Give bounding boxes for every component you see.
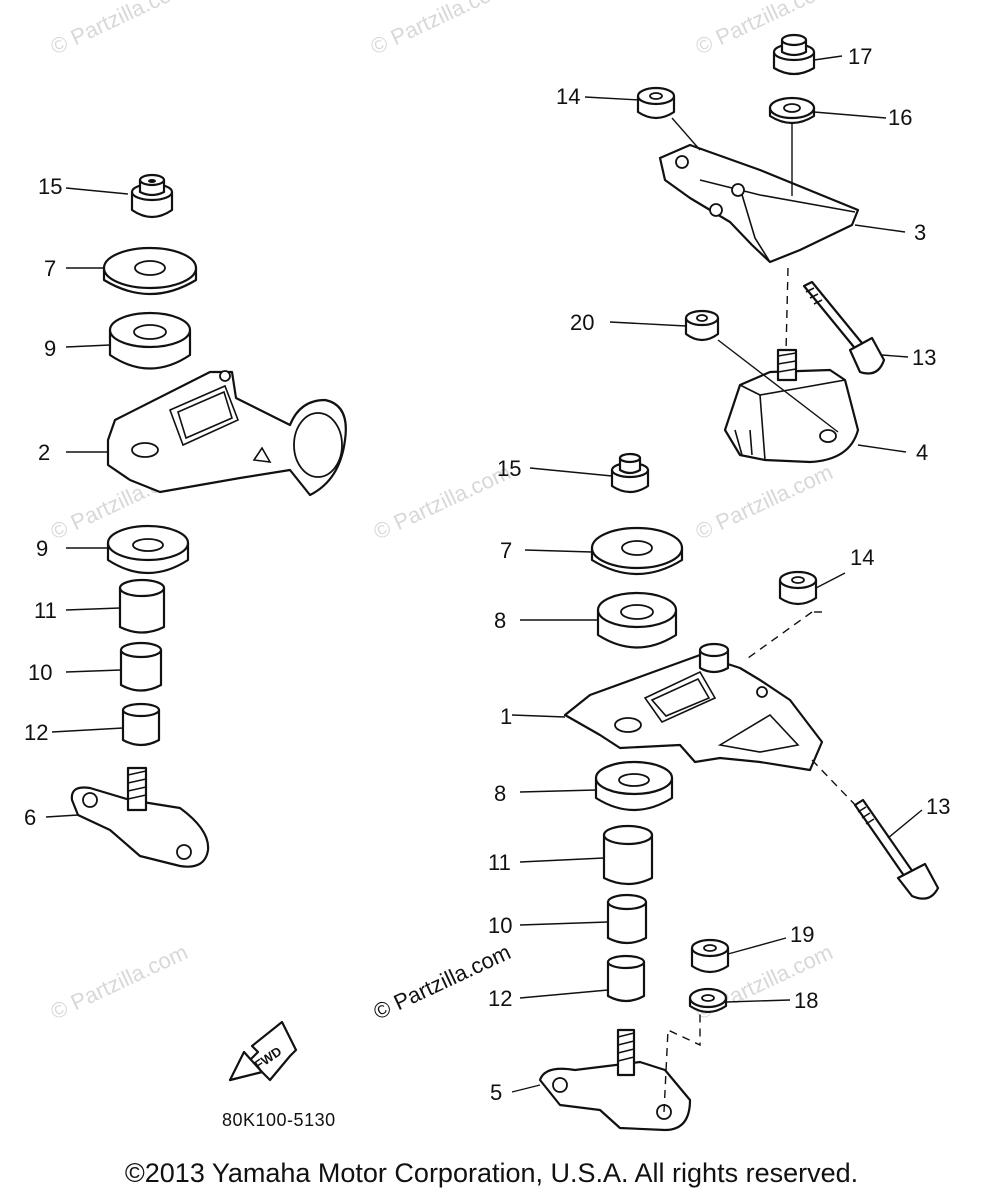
callout-10-right: 10 xyxy=(488,913,512,938)
part-9-mount-upper-left xyxy=(108,311,192,370)
callout-13-upper: 13 xyxy=(912,345,936,370)
callout-9-lower-left: 9 xyxy=(36,536,48,561)
part-1-bracket xyxy=(563,642,824,772)
part-16-washer xyxy=(768,96,816,125)
watermarks: © Partzilla.com © Partzilla.com © Partzi… xyxy=(47,0,837,1025)
part-17-nut xyxy=(772,33,816,76)
part-19-nut xyxy=(690,938,730,974)
part-10-collar-left xyxy=(119,641,163,692)
part-4-engine-mount xyxy=(723,348,860,464)
callout-6: 6 xyxy=(24,805,36,830)
callout-11-right: 11 xyxy=(488,850,511,875)
callout-8-lower: 8 xyxy=(494,781,506,806)
callout-5: 5 xyxy=(490,1080,502,1105)
part-20-nut xyxy=(684,309,720,342)
part-12-collar-right xyxy=(606,954,646,1003)
watermark: © Partzilla.com xyxy=(692,459,837,544)
part-15-nut-right xyxy=(610,452,650,494)
callout-14-upper: 14 xyxy=(556,84,580,109)
callout-19: 19 xyxy=(790,922,814,947)
part-10-collar-right xyxy=(606,893,648,945)
fwd-arrow-icon: FWD xyxy=(228,1020,298,1082)
watermark-dark: © Partzilla.com xyxy=(370,939,515,1024)
callout-15-right: 15 xyxy=(497,456,521,481)
callout-labels: 15 7 9 2 9 11 10 12 6 14 17 16 3 20 13 4… xyxy=(24,44,950,1105)
part-14-nut-upper xyxy=(636,86,676,120)
part-9-mount-lower-left xyxy=(106,524,190,575)
drawing-code: 80K100-5130 xyxy=(222,1110,336,1130)
part-11-collar-left xyxy=(118,578,166,634)
part-11-collar-right xyxy=(602,824,654,886)
callout-1: 1 xyxy=(500,704,512,729)
part-15-nut-left xyxy=(130,173,174,219)
part-2-bracket xyxy=(106,370,347,497)
watermark: © Partzilla.com xyxy=(370,459,515,544)
part-13-bolt-lower xyxy=(853,798,940,900)
callout-16: 16 xyxy=(888,105,912,130)
part-3-bracket xyxy=(658,143,860,264)
part-7-washer-left xyxy=(102,246,198,295)
callout-7-left: 7 xyxy=(44,256,56,281)
callout-17: 17 xyxy=(848,44,872,69)
callout-4: 4 xyxy=(916,440,928,465)
callout-12-right: 12 xyxy=(488,986,512,1011)
watermark: © Partzilla.com xyxy=(47,939,192,1024)
part-5-stud-plate xyxy=(538,1028,692,1132)
callout-8-upper: 8 xyxy=(494,608,506,633)
part-8-mount-lower xyxy=(594,760,674,812)
part-6-stud-plate xyxy=(70,766,210,868)
watermark: © Partzilla.com xyxy=(47,0,192,60)
callout-12-left: 12 xyxy=(24,720,48,745)
callout-14-mid: 14 xyxy=(850,545,874,570)
part-12-collar-left xyxy=(121,702,161,747)
copyright-notice: ©2013 Yamaha Motor Corporation, U.S.A. A… xyxy=(124,1158,859,1188)
part-7-washer-right xyxy=(590,526,684,575)
part-8-mount-upper xyxy=(596,591,678,649)
part-18-washer xyxy=(688,987,728,1014)
callout-20: 20 xyxy=(570,310,594,335)
callout-18: 18 xyxy=(794,988,818,1013)
callout-13-lower: 13 xyxy=(926,794,950,819)
callout-2: 2 xyxy=(38,440,50,465)
callout-3: 3 xyxy=(914,220,926,245)
callout-11-left: 11 xyxy=(34,598,57,623)
callout-10-left: 10 xyxy=(28,660,52,685)
watermark: © Partzilla.com xyxy=(367,0,512,60)
part-14-nut-mid xyxy=(778,570,818,606)
leader-lines xyxy=(45,55,923,1113)
callout-15-left: 15 xyxy=(38,174,62,199)
part-13-bolt-upper xyxy=(802,280,886,375)
callout-7-right: 7 xyxy=(500,538,512,563)
callout-9-upper-left: 9 xyxy=(44,336,56,361)
